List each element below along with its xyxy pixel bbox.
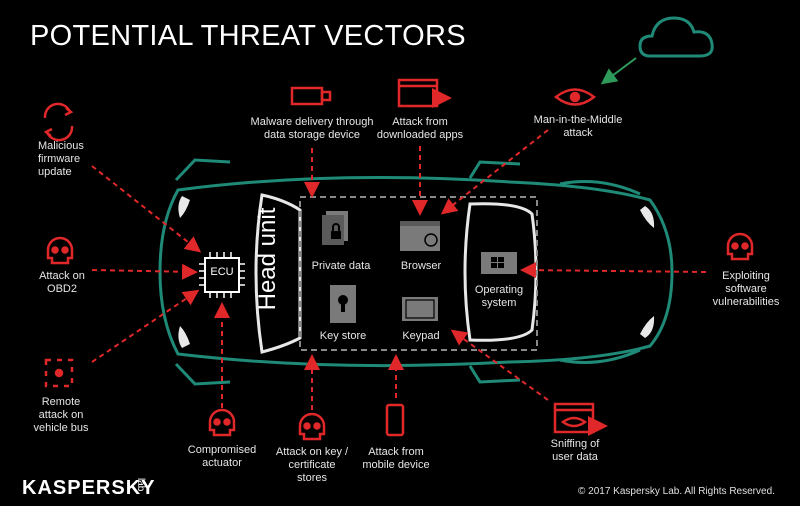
key-store-label: Key store — [319, 330, 367, 342]
label-compromised-actuator: Compromised actuator — [187, 444, 257, 469]
arrow-exploiting — [520, 262, 707, 279]
label-malware-delivery: Malware delivery through data storage de… — [250, 116, 374, 141]
cloud-icon — [638, 16, 714, 58]
page-title: POTENTIAL THREAT VECTORS — [30, 20, 466, 52]
head-unit-label: Head unit — [254, 207, 281, 311]
browser-label: Browser — [400, 260, 442, 272]
kaspersky-logo-suffix: lab — [135, 478, 146, 492]
label-sniffing: Sniffing of user data — [550, 438, 600, 463]
label-attack-apps: Attack from downloaded apps — [376, 116, 464, 141]
ecu-label: ECU — [210, 266, 234, 278]
copyright-notice: © 2017 Kaspersky Lab. All Rights Reserve… — [578, 486, 775, 497]
usb-drive-icon — [290, 86, 324, 106]
arrow-sniffing — [450, 329, 549, 401]
label-mitm: Man-in-the-Middle attack — [533, 114, 623, 139]
operating-system-label: Operating system — [474, 284, 524, 309]
arrow-firmware — [91, 165, 202, 253]
browser-icon — [400, 221, 440, 251]
arrow-mitm — [440, 129, 549, 215]
skull-icon-obd2 — [46, 236, 74, 265]
label-attack-mobile: Attack from mobile device — [362, 446, 430, 471]
label-exploiting: Exploiting software vulnerabilities — [712, 270, 780, 308]
crosshair-icon — [44, 358, 74, 388]
label-malicious-firmware: Malicious firmware update — [38, 140, 84, 178]
eye-icon — [553, 88, 597, 106]
ecu-chip-icon — [199, 252, 245, 298]
label-attack-key-stores: Attack on key / certificate stores — [275, 446, 349, 484]
arrow-remote — [91, 289, 200, 363]
label-remote-attack: Remote attack on vehicle bus — [33, 396, 89, 434]
refresh-icon — [43, 102, 72, 119]
private-data-label: Private data — [311, 260, 371, 272]
skull-icon-actuator — [208, 408, 236, 437]
cloud-arrow — [600, 57, 637, 85]
keypad-label: Keypad — [402, 330, 440, 342]
key-store-icon — [330, 285, 356, 323]
operating-system-icon — [481, 252, 517, 274]
skull-icon-key-stores — [298, 412, 326, 441]
car-outline — [158, 158, 674, 386]
keypad-icon — [402, 297, 438, 321]
skull-icon-exploiting — [726, 232, 754, 261]
mobile-phone-icon — [385, 403, 405, 437]
label-attack-obd2: Attack on OBD2 — [39, 270, 85, 295]
arrow-obd2 — [91, 263, 198, 280]
private-data-icon — [322, 211, 348, 245]
warning-window-icon — [397, 78, 439, 108]
kaspersky-logo: KASPERSKY — [22, 477, 156, 499]
head-unit-zone — [299, 196, 538, 351]
